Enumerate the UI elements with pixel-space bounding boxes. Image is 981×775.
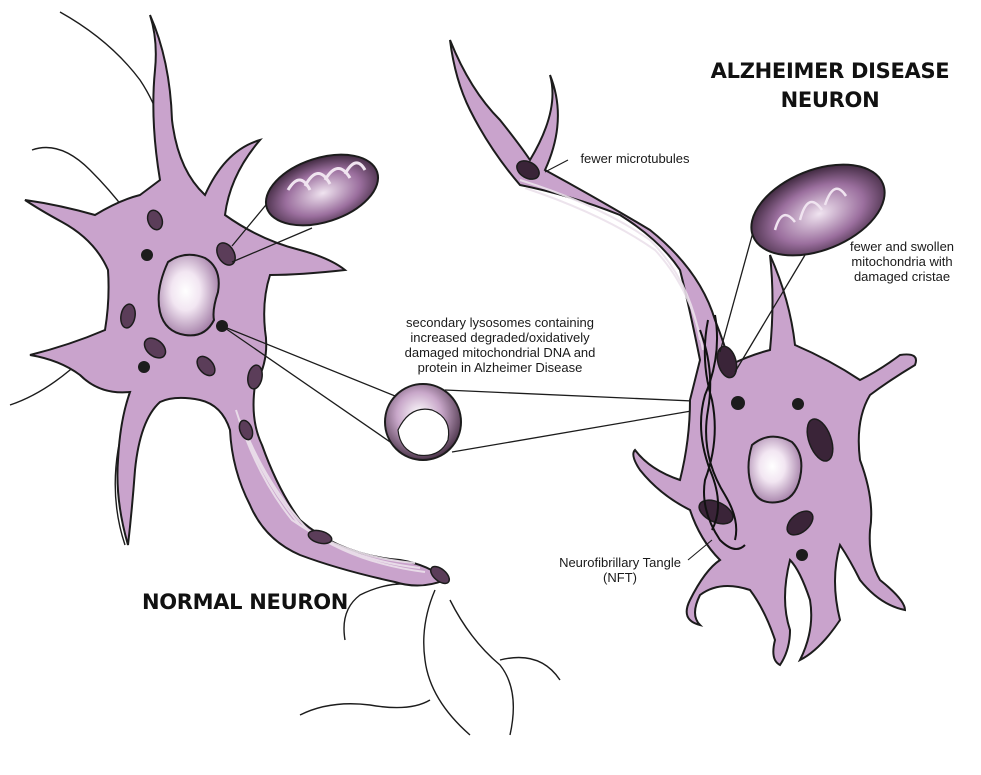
nft-label-line1: Neurofibrillary Tangle [545,555,695,570]
lysosome-label-line3: damaged mitochondrial DNA and [385,345,615,360]
mito-label-line2: mitochondria with [832,254,972,269]
lysosome-enlarged [385,384,461,460]
mito-label-line1: fewer and swollen [832,239,972,254]
lysosome-label-line2: increased degraded/oxidatively [385,330,615,345]
mito-label-line3: damaged cristae [832,269,972,284]
alzheimer-title-line2: NEURON [700,87,960,114]
normal-mito-enlarged [257,142,387,239]
normal-cell-body [25,15,445,586]
lysosome-label-line4: protein in Alzheimer Disease [385,360,615,375]
nft-label-line2: (NFT) [545,570,695,585]
alzheimer-nucleus [749,437,802,503]
normal-title: NORMAL NEURON [110,589,380,616]
normal-nucleus [159,255,219,336]
lysosome-label-line1: secondary lysosomes containing [385,315,615,330]
alzheimer-title-line1: ALZHEIMER DISEASE [700,58,960,85]
microtubules-label: fewer microtubules [560,151,710,166]
